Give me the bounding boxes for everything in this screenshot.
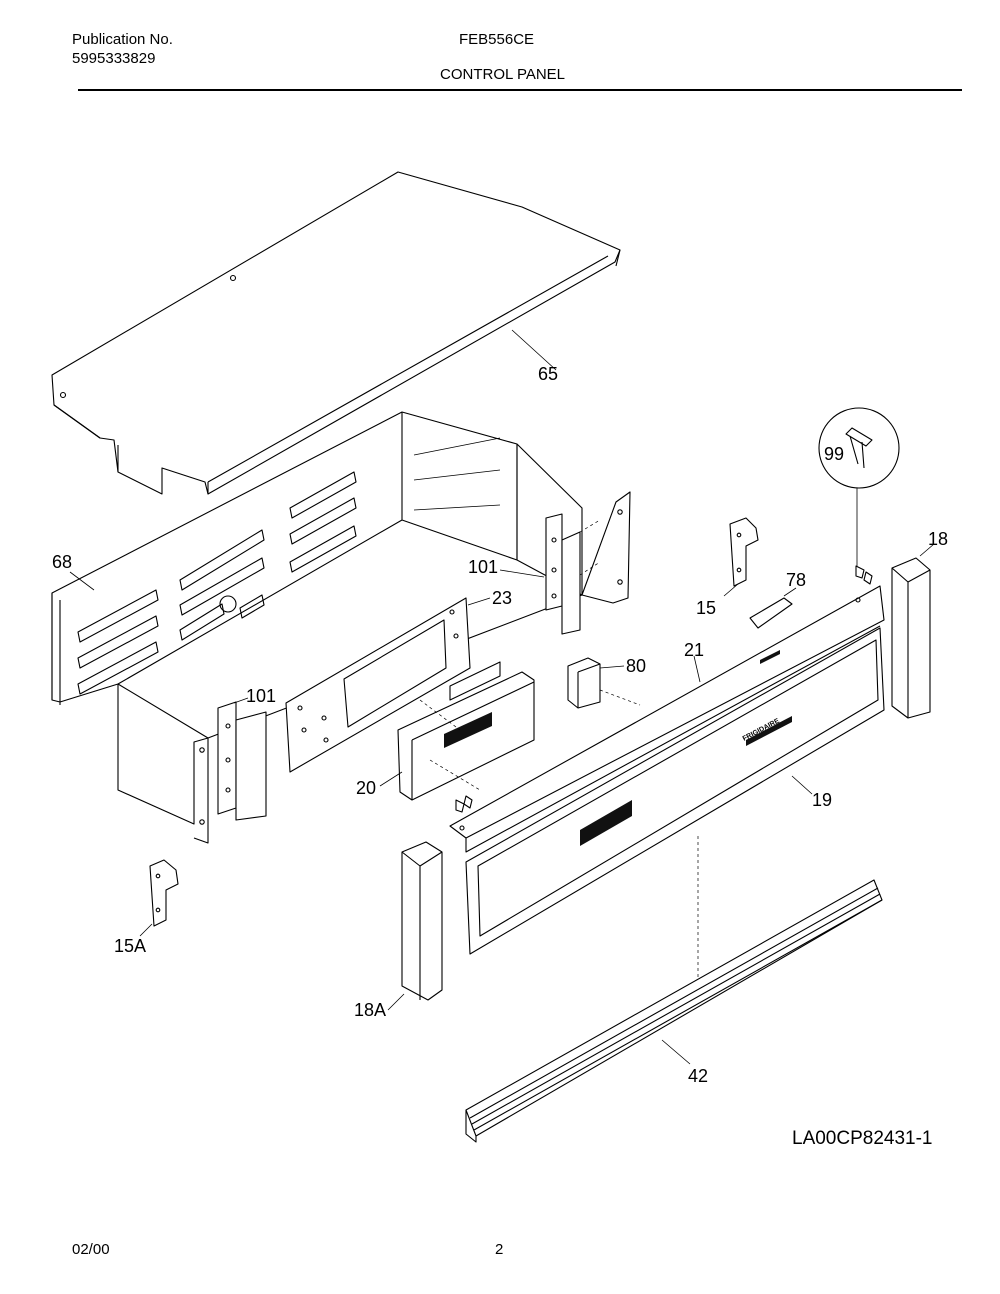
- callout-78: 78: [786, 570, 806, 590]
- part-20-electronic-control: [379, 661, 535, 801]
- callout-23: 23: [492, 588, 512, 608]
- callout-15: 15: [696, 598, 716, 618]
- callout-99: 99: [824, 444, 844, 464]
- part-15A-bracket: [139, 859, 179, 937]
- callout-68: 68: [52, 552, 72, 572]
- part-42-vent-grille: [465, 879, 883, 1143]
- part-15-bracket: [723, 517, 759, 597]
- part-23-circuit-plate: [285, 597, 491, 773]
- callout-80: 80: [626, 656, 646, 676]
- header-rule: [78, 89, 962, 91]
- callout-101-left: 101: [246, 686, 276, 706]
- callout-18A: 18A: [354, 1000, 386, 1020]
- callout-18: 18: [928, 529, 948, 549]
- callout-101-right: 101: [468, 557, 498, 577]
- footer-date: 02/00: [72, 1241, 110, 1258]
- callout-15A: 15A: [114, 936, 146, 956]
- callout-20: 20: [356, 778, 376, 798]
- callout-19: 19: [812, 790, 832, 810]
- part-68-housing: [51, 411, 631, 844]
- callout-42: 42: [688, 1066, 708, 1086]
- part-18A-endcap-left: [387, 841, 443, 1011]
- part-65-top-cover: [51, 171, 621, 495]
- part-101-bracket-right: [499, 513, 601, 635]
- part-18-endcap-right: [891, 543, 935, 719]
- callout-65: 65: [538, 364, 558, 384]
- part-99-screw-detail: [818, 407, 900, 585]
- page-number: 2: [495, 1241, 504, 1258]
- drawing-id: LA00CP82431-1: [792, 1128, 933, 1149]
- section-title: CONTROL PANEL: [440, 66, 566, 83]
- publication-label: Publication No.: [72, 31, 173, 48]
- part-21-trim: [449, 585, 885, 853]
- publication-number: 5995333829: [72, 50, 156, 67]
- part-101-bracket-left: [217, 697, 267, 821]
- part-78-clip: [749, 587, 797, 629]
- model-number: FEB556CE: [459, 31, 535, 48]
- part-19-glass-panel: [465, 627, 885, 1010]
- part-80-switch: [567, 657, 641, 709]
- callout-21: 21: [684, 640, 704, 660]
